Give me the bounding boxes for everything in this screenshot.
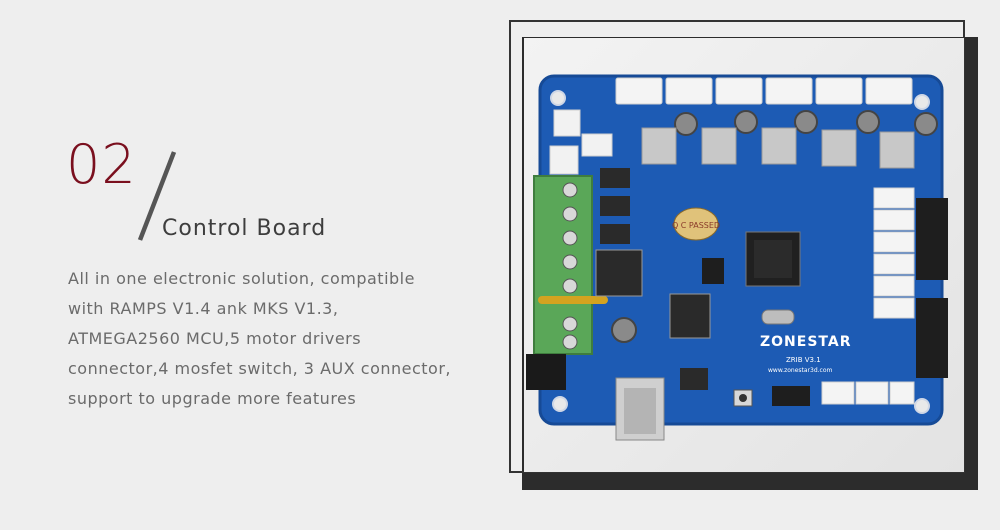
voltage-regulator [669, 293, 711, 339]
section-description: All in one electronic solution, compatib… [68, 264, 488, 414]
mosfets [600, 168, 630, 244]
mount-hole [914, 398, 930, 414]
description-line: connector,4 mosfet switch, 3 AUX connect… [68, 359, 451, 378]
motor-driver-heatsinks [641, 127, 915, 169]
crystal [761, 309, 795, 325]
endstop-connectors [873, 187, 915, 319]
aux-connector [549, 145, 579, 175]
aux-connector [553, 109, 581, 137]
mount-hole [552, 396, 568, 412]
aux-connector [581, 133, 613, 157]
photo-frame-outline [509, 20, 965, 473]
mount-hole [914, 94, 930, 110]
bottom-aux-connectors [821, 381, 915, 405]
section-number: 02 [66, 133, 137, 196]
capacitors [611, 110, 938, 343]
board-brand: ZONESTAR [760, 334, 852, 350]
top-connectors [615, 77, 913, 105]
description-line: support to upgrade more features [68, 389, 357, 408]
control-board-photo: Q C PASSED [524, 38, 964, 472]
green-terminal-block [533, 175, 593, 355]
description-line: ATMEGA2560 MCU,5 motor drivers [68, 329, 362, 348]
section-title: Control Board [162, 216, 327, 241]
voltage-regulator [595, 249, 643, 297]
usb-chip [680, 368, 708, 390]
mount-hole [550, 90, 566, 106]
slash-divider [137, 151, 177, 241]
yellow-wire [538, 296, 608, 304]
pin-headers [702, 198, 948, 406]
board-model: ZRIB V3.1 [786, 356, 821, 364]
board-website: www.zonestar3d.com [768, 367, 833, 374]
qc-stamp [673, 207, 719, 241]
qc-stamp-text: Q C PASSED [672, 221, 720, 230]
control-board-illustration: Q C PASSED [526, 74, 948, 441]
description-line: All in one electronic solution, compatib… [68, 269, 415, 288]
power-jack [526, 354, 566, 390]
description-line: with RAMPS V1.4 ank MKS V1.3, [68, 299, 339, 318]
